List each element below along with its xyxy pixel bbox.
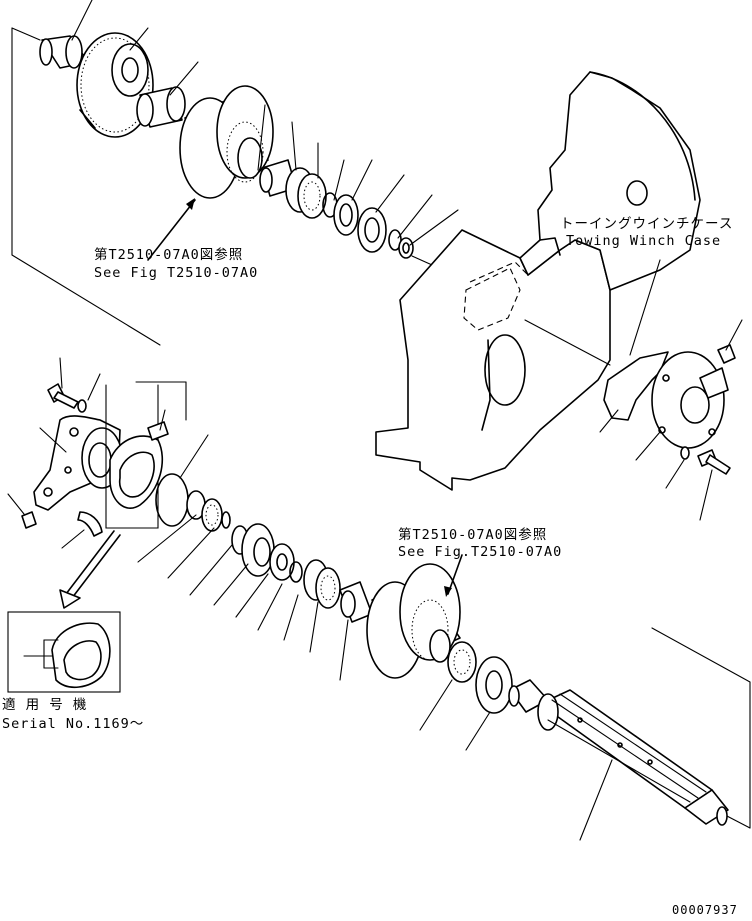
lower-right-bearing xyxy=(447,641,477,683)
main-shaft xyxy=(508,679,729,826)
lower-washer-stack xyxy=(186,490,231,532)
detail-inset-box xyxy=(7,611,121,693)
lower-ref-label-jp: 第T2510-07A0図参照 xyxy=(398,527,548,543)
serial-label-en: Serial No.1169～ xyxy=(2,716,145,732)
left-shim xyxy=(77,511,103,537)
upper-rings xyxy=(333,194,414,259)
right-cover-assembly xyxy=(599,259,743,521)
upper-ref-label-jp: 第T2510-07A0図参照 xyxy=(94,247,244,263)
upper-assembly xyxy=(39,0,471,283)
left-bracket-assembly xyxy=(7,357,209,549)
bevel-gear xyxy=(76,32,154,138)
case-label-jp: トーイングウインチケース xyxy=(560,216,734,232)
detail-callout xyxy=(7,530,121,693)
left-bracket-arm xyxy=(33,415,123,511)
serial-label-jp: 適 用 号 機 xyxy=(2,697,88,713)
upper-leader-lines xyxy=(71,0,459,246)
lower-ref-label-en: See Fig.T2510-07A0 xyxy=(398,544,563,560)
right-bolt xyxy=(697,449,731,475)
drawing-number: 00007937 xyxy=(672,903,738,917)
lower-leader-lines xyxy=(137,514,613,841)
lower-right-ring xyxy=(475,656,513,714)
upper-spacer xyxy=(136,86,186,128)
gasket-callout-box xyxy=(105,381,187,529)
towing-winch-case xyxy=(375,71,701,491)
right-washer xyxy=(680,446,690,460)
lower-sleeve xyxy=(339,581,373,623)
lower-ref-arrow xyxy=(444,554,463,597)
detail-shim xyxy=(23,622,111,688)
left-bolt xyxy=(47,383,79,409)
lower-drum xyxy=(366,563,461,679)
left-plug xyxy=(21,511,37,529)
upper-ref-arrow xyxy=(147,198,196,261)
left-washer xyxy=(77,399,87,413)
case-label-en: Towing Winch Case xyxy=(566,233,722,249)
lower-bearing xyxy=(303,559,341,609)
right-plug xyxy=(717,344,736,364)
lower-rings xyxy=(231,523,303,583)
upper-ref-label-en: See Fig T2510-07A0 xyxy=(94,265,259,281)
upper-bearing xyxy=(285,167,327,219)
o-ring xyxy=(155,473,189,527)
upper-drum xyxy=(179,85,274,199)
lower-assembly xyxy=(137,490,729,841)
section-boundary-lines xyxy=(11,27,751,829)
